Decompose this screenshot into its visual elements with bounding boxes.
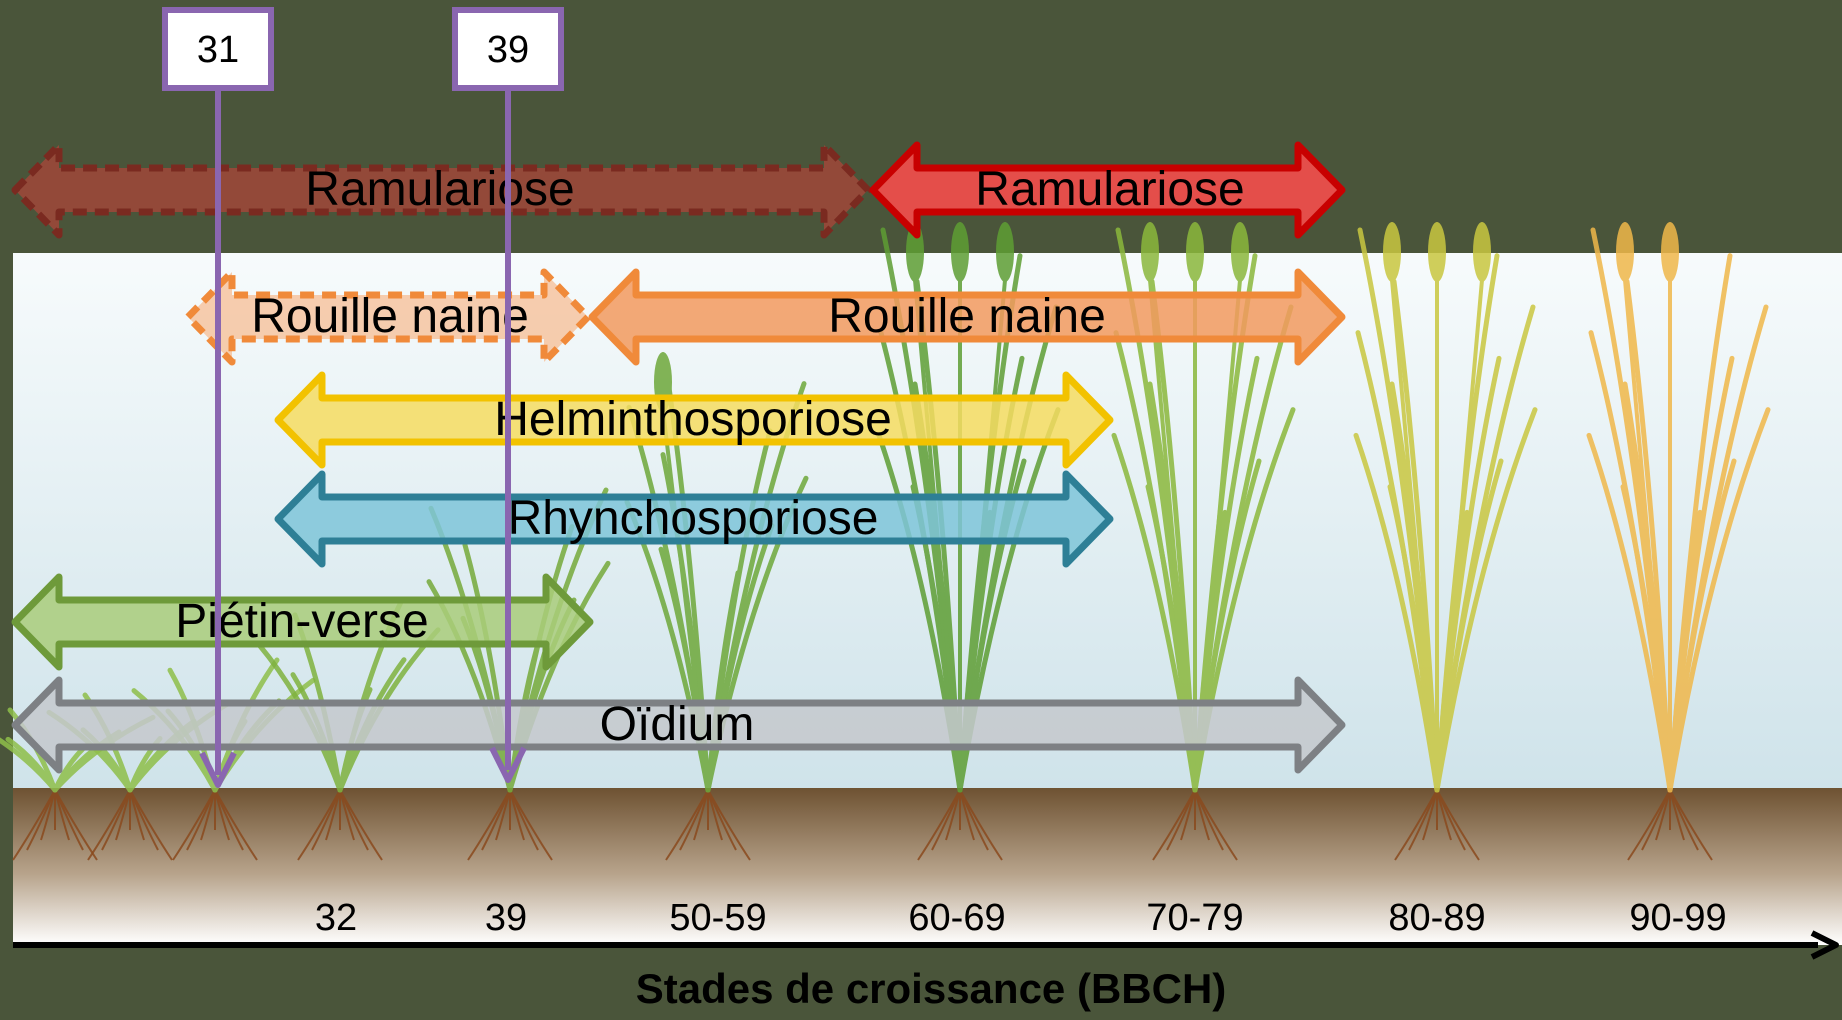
stage-label: 70-79 <box>1146 897 1243 939</box>
stage-label: 32 <box>315 897 357 939</box>
helminthosporiose-label: Helminthosporiose <box>494 393 892 446</box>
marker-31-label: 31 <box>197 29 239 71</box>
x-axis-title: Stades de croissance (BBCH) <box>636 965 1227 1012</box>
stage-label: 50-59 <box>669 897 766 939</box>
oidium-label: Oïdium <box>600 698 755 751</box>
rouille-naine-early-label: Rouille naine <box>251 290 529 343</box>
ramulariose-main-arrow: Ramulariose <box>873 145 1342 235</box>
stage-label: 39 <box>485 897 527 939</box>
pietin-verse-label: Piétin-verse <box>175 595 428 648</box>
rhynchosporiose-label: Rhynchosporiose <box>508 492 879 545</box>
rouille-naine-main-label: Rouille naine <box>828 290 1106 343</box>
ramulariose-main-label: Ramulariose <box>975 163 1244 216</box>
ramulariose-early-label: Ramulariose <box>305 163 574 216</box>
ramulariose-early-arrow: Ramulariose <box>15 145 868 235</box>
stage-label: 80-89 <box>1388 897 1485 939</box>
marker-39-label: 39 <box>487 29 529 71</box>
stage-label: 90-99 <box>1629 897 1726 939</box>
stage-label: 60-69 <box>908 897 1005 939</box>
